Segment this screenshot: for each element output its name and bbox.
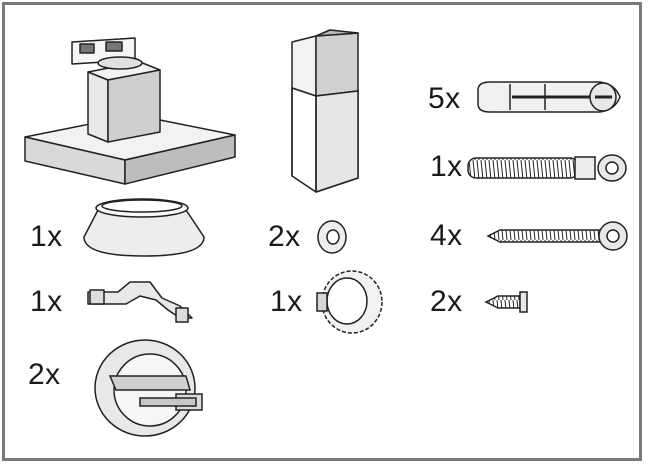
hood-screw-drawing: [467, 154, 627, 182]
qty-hood-screws: 1x: [430, 150, 463, 183]
washer-drawing: [317, 220, 347, 254]
mount-screw-drawing: [486, 221, 628, 251]
collar-drawing: [83, 198, 205, 257]
clip-drawing: [94, 339, 203, 437]
knob-drawing: [316, 270, 383, 334]
qty-mount-screws: 4x: [430, 219, 463, 252]
qty-collar: 1x: [30, 220, 63, 253]
qty-bracket: 1x: [30, 285, 63, 318]
qty-extension-anchors: 5x: [428, 82, 461, 115]
wall-anchor-drawing: [477, 81, 621, 113]
qty-washers: 2x: [268, 220, 301, 253]
diagram-frame: [2, 2, 642, 461]
qty-small-screws: 2x: [430, 285, 463, 318]
qty-knob: 1x: [270, 285, 303, 318]
chimney-hood-drawing: [24, 37, 236, 185]
qty-clips: 2x: [28, 358, 61, 391]
bracket-drawing: [87, 281, 193, 323]
duct-extension-drawing: [291, 29, 359, 193]
small-screw-drawing: [484, 291, 528, 313]
